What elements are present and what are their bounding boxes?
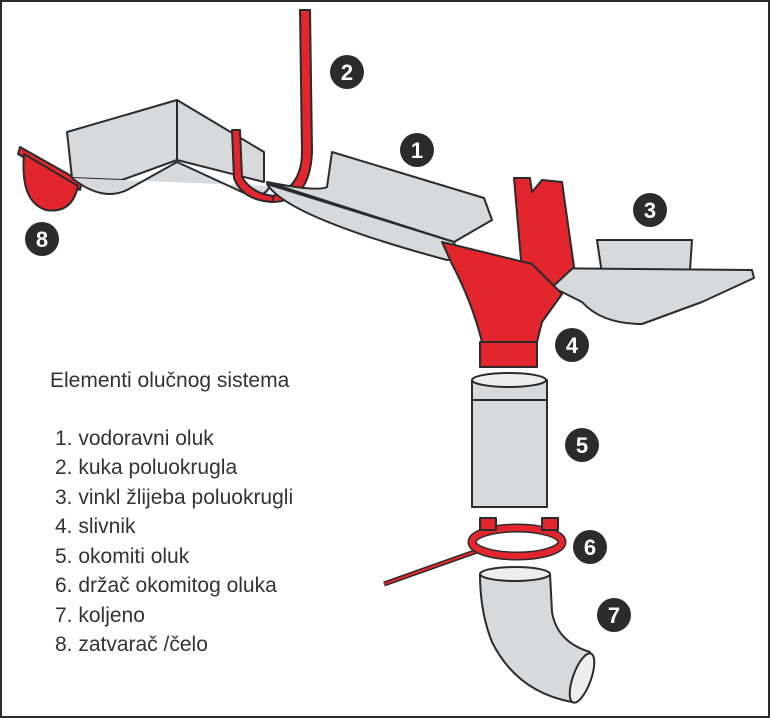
- legend-item: 4. slivnik: [55, 515, 136, 538]
- legend-item: 3. vinkl žlijeba poluokrugli: [55, 485, 294, 509]
- legend-item: 6. držač okomitog oluka: [55, 574, 277, 597]
- hook-part: [231, 9, 313, 203]
- horizontal-gutter: [266, 151, 493, 261]
- legend-item: 8. zatvarač /čelo: [55, 633, 208, 656]
- callout-label: 5: [576, 433, 588, 458]
- legend-item: 7. koljeno: [55, 603, 145, 627]
- callout-label: 2: [341, 60, 353, 85]
- callout-2: 2: [330, 55, 364, 89]
- end-cap-part: [17, 146, 83, 212]
- callout-7: 7: [597, 598, 631, 632]
- legend-item: 1. vodoravni oluk: [55, 426, 214, 450]
- elbow-part: [479, 566, 596, 704]
- callout-label: 8: [36, 227, 48, 252]
- pipe-bracket-part: [383, 517, 567, 587]
- legend-item: 5. okomiti oluk: [55, 544, 190, 568]
- callout-label: 6: [584, 535, 596, 560]
- callout-5: 5: [565, 428, 599, 462]
- callout-3: 3: [633, 193, 667, 227]
- downpipe-part: [471, 372, 548, 508]
- callout-label: 4: [566, 333, 579, 358]
- legend: Elementi olučnog sistema 1. vodoravni ol…: [50, 366, 293, 660]
- right-corner-gutter: [526, 239, 755, 325]
- callout-1: 1: [400, 133, 434, 167]
- callout-4: 4: [555, 328, 589, 362]
- callout-6: 6: [573, 530, 607, 564]
- callout-label: 1: [411, 138, 423, 163]
- callout-8: 8: [25, 222, 59, 256]
- callout-label: 7: [608, 603, 620, 628]
- legend-item: 2. kuka poluokrugla: [55, 456, 238, 479]
- outlet-part: [441, 177, 575, 368]
- left-corner-gutter: [66, 99, 271, 197]
- callout-label: 3: [644, 198, 656, 223]
- legend-title: Elementi olučnog sistema: [50, 369, 290, 392]
